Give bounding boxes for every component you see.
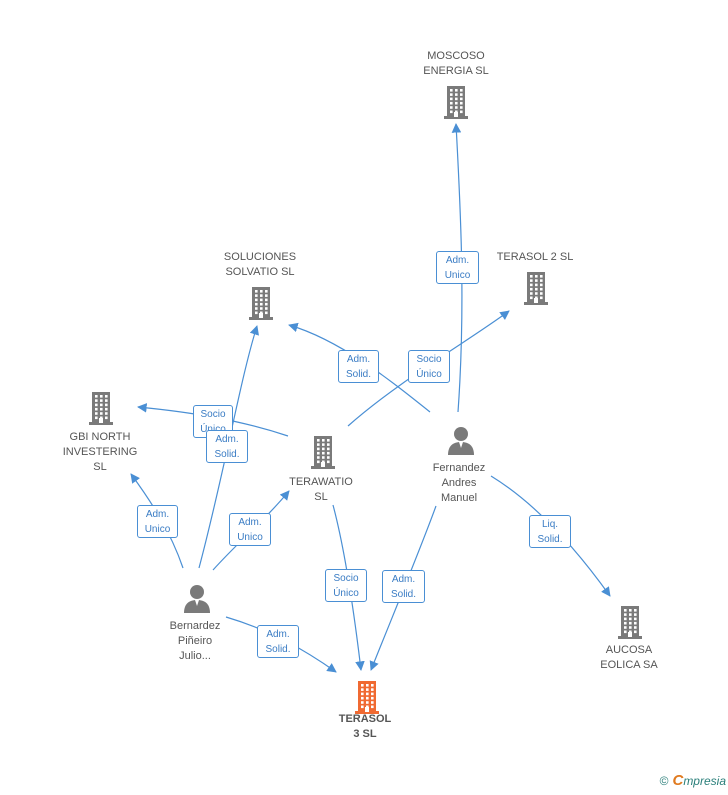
- edge-label-e11[interactable]: Adm. Solid.: [257, 625, 299, 658]
- edge-label-e10[interactable]: Adm. Solid.: [382, 570, 425, 603]
- edge-label-e1[interactable]: Adm. Unico: [436, 251, 479, 284]
- building-icon[interactable]: [521, 271, 551, 310]
- building-icon[interactable]: [86, 391, 116, 430]
- building-icon[interactable]: [246, 286, 276, 325]
- edge-label-e9[interactable]: Socio Único: [325, 569, 367, 602]
- node-label-aucosa[interactable]: AUCOSA EOLICA SA: [600, 644, 658, 671]
- brand-name: mpresia: [683, 774, 726, 788]
- edge-label-e5[interactable]: Adm. Solid.: [206, 430, 248, 463]
- brand-footer[interactable]: ©Cmpresia: [660, 772, 726, 789]
- copyright-symbol: ©: [659, 774, 669, 788]
- node-label-gbi[interactable]: GBI NORTH INVESTERING SL: [62, 431, 138, 473]
- edge-label-e6[interactable]: Adm. Unico: [137, 505, 178, 538]
- edge-label-e7[interactable]: Adm. Unico: [229, 513, 271, 546]
- node-label-terasol2[interactable]: TERASOL 2 SL: [496, 250, 574, 263]
- node-label-bernardez[interactable]: Bernardez Piñeiro Julio...: [169, 620, 221, 662]
- edge-label-e8[interactable]: Liq. Solid.: [529, 515, 571, 548]
- building-icon[interactable]: [441, 85, 471, 124]
- node-label-terasol3[interactable]: TERASOL 3 SL: [338, 713, 392, 740]
- brand-initial: C: [672, 772, 684, 789]
- edge-label-e3[interactable]: Adm. Solid.: [338, 350, 379, 383]
- node-label-terawatio[interactable]: TERAWATIO SL: [289, 476, 353, 503]
- building-icon[interactable]: [308, 435, 338, 474]
- person-icon[interactable]: [446, 425, 476, 460]
- person-icon[interactable]: [182, 583, 212, 618]
- building-icon[interactable]: [352, 680, 382, 719]
- building-icon[interactable]: [615, 605, 645, 644]
- node-label-moscoso[interactable]: MOSCOSO ENERGIA SL: [423, 50, 489, 77]
- node-label-soluciones[interactable]: SOLUCIONES SOLVATIO SL: [223, 251, 297, 278]
- node-label-fernandez[interactable]: Fernandez Andres Manuel: [432, 462, 486, 504]
- edge-label-e2[interactable]: Socio Único: [408, 350, 450, 383]
